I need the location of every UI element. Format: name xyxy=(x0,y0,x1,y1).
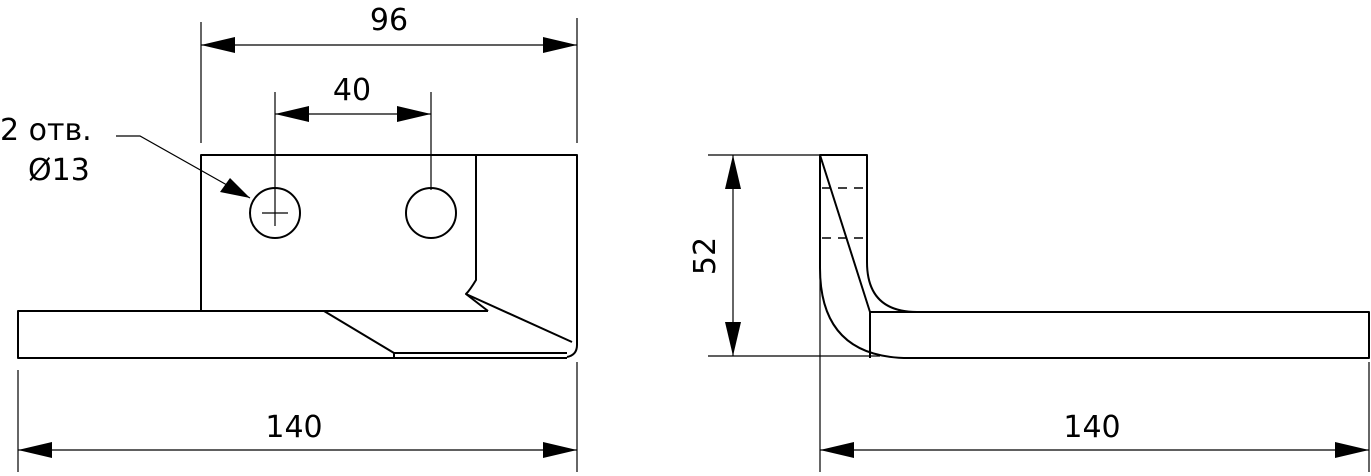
dim-96-arrow-left xyxy=(201,37,235,53)
dim-140-front-arrow-left xyxy=(18,442,52,458)
dim-140-side-label: 140 xyxy=(1063,410,1120,445)
dim-40-arrow-right xyxy=(397,106,431,122)
dim-96-arrow-right xyxy=(543,37,577,53)
dim-140-front-label: 140 xyxy=(265,410,322,445)
dim-52-label: 52 xyxy=(688,237,723,275)
front-view: 96 40 2 отв. Ø13 140 xyxy=(0,3,578,472)
side-view: 52 140 xyxy=(688,154,1370,472)
dim-140-side-arrow-right xyxy=(1335,442,1369,458)
hole-note-diameter: Ø13 xyxy=(28,153,90,188)
hole-leader-line xyxy=(116,135,251,199)
dim-40-arrow-left xyxy=(275,106,309,122)
front-bevel-inner xyxy=(323,310,395,358)
dim-96-label: 96 xyxy=(370,3,408,38)
hole-note-count: 2 отв. xyxy=(0,113,92,148)
dim-52-arrow-bottom xyxy=(725,322,741,356)
dim-140-front-arrow-right xyxy=(543,442,577,458)
front-plate-outline xyxy=(200,154,578,358)
front-base-bar xyxy=(17,310,567,359)
hole-2 xyxy=(405,187,457,239)
dim-40-label: 40 xyxy=(333,73,371,108)
front-bevel-outer xyxy=(465,293,573,343)
front-plate-bend-contour xyxy=(465,155,489,312)
hole-leader-arrow xyxy=(220,178,250,198)
side-profile-outline xyxy=(819,154,1370,359)
dim-140-side-arrow-left xyxy=(820,442,854,458)
dim-52-arrow-top xyxy=(725,155,741,189)
